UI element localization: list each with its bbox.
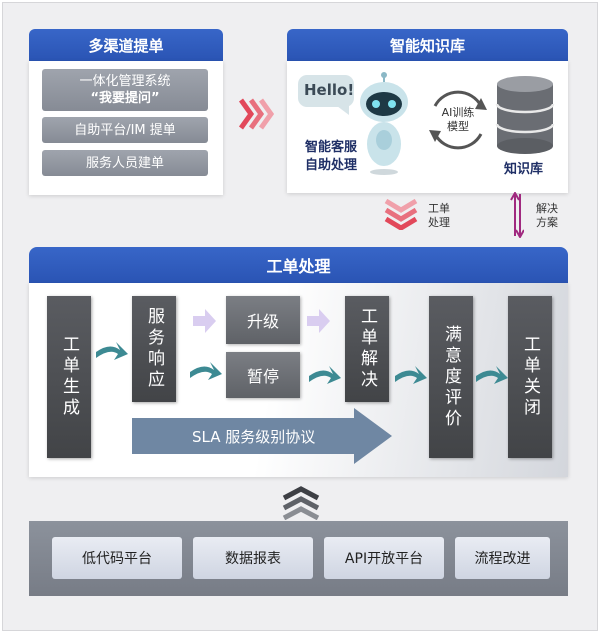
platform-label: API开放平台 (344, 551, 424, 567)
platform-api: API开放平台 (324, 537, 444, 579)
channel-item-label: 自助平台/IM 提单 (74, 122, 176, 138)
flow-arrow-icon (307, 309, 330, 333)
ticket-title: 工单处理 (266, 257, 331, 276)
flow-arrow-icon (96, 342, 128, 360)
stage-create: 工单生成 (47, 296, 91, 458)
chevron-up-arrow-icon (282, 486, 320, 520)
stage-label: 服务响应 (144, 307, 164, 391)
channel-item-line: 一体化管理系统 (79, 74, 171, 89)
stage-label: 工单生成 (59, 335, 79, 419)
flow-solution-label: 解决 方案 (536, 202, 558, 230)
flow-label-line: 方案 (536, 216, 558, 229)
ai-model-line: AI训练 (441, 106, 475, 119)
knowledge-title: 智能知识库 (389, 36, 465, 55)
robot-label: 智能客服 自助处理 (305, 139, 357, 175)
stage-pause: 暂停 (226, 352, 300, 398)
ticket-header: 工单处理 (29, 247, 568, 283)
platform-low-code: 低代码平台 (52, 537, 182, 579)
multichannel-header: 多渠道提单 (29, 29, 223, 61)
database-label: 知识库 (504, 162, 544, 177)
channel-item-self-service: 自助平台/IM 提单 (42, 117, 208, 143)
flow-arrow-icon (309, 366, 341, 384)
platform-data-report: 数据报表 (193, 537, 313, 579)
robot-label-line: 智能客服 (305, 140, 358, 155)
chevron-right-arrow-icon (238, 98, 274, 130)
flow-label-line: 处理 (428, 216, 450, 229)
stage-label: 工单解决 (357, 307, 377, 391)
speech-bubble-icon (298, 75, 354, 115)
multichannel-title: 多渠道提单 (88, 36, 164, 55)
flow-arrow-icon (476, 366, 508, 384)
flow-label-line: 工单 (428, 202, 450, 215)
sla-arrow-icon (132, 408, 392, 464)
ai-model-label: AI训练 模型 (441, 106, 475, 134)
chevron-down-arrow-icon (384, 198, 418, 230)
stage-label: 升级 (246, 312, 279, 331)
stage-close: 工单关闭 (508, 296, 552, 458)
platform-label: 流程改进 (474, 551, 531, 567)
platform-process-improve: 流程改进 (455, 537, 550, 579)
bidirectional-arrow-icon (510, 192, 524, 238)
stage-upgrade: 升级 (226, 296, 300, 344)
stage-label: 工单关闭 (520, 335, 540, 419)
database-icon (495, 76, 555, 154)
channel-item-integrated-system: 一体化管理系统 “我要提问” (42, 69, 208, 111)
ai-model-line: 模型 (447, 120, 469, 133)
channel-item-line: “我要提问” (90, 91, 160, 106)
channel-item-staff: 服务人员建单 (42, 150, 208, 176)
robot-label-line: 自助处理 (305, 158, 358, 173)
flow-label-line: 解决 (536, 202, 558, 215)
stage-evaluate: 满意度评价 (429, 296, 473, 458)
robot-icon (360, 72, 408, 175)
platform-label: 数据报表 (225, 551, 281, 567)
stage-respond: 服务响应 (132, 296, 176, 402)
cycle-arrows-icon (429, 90, 487, 150)
stage-label: 满意度评价 (441, 324, 461, 430)
stage-label: 暂停 (246, 367, 279, 386)
stage-resolve: 工单解决 (345, 296, 389, 402)
bubble-text: Hello! (304, 81, 355, 99)
flow-arrow-icon (395, 366, 427, 384)
platform-label: 低代码平台 (82, 551, 152, 567)
sla-label: SLA 服务级别协议 (192, 428, 316, 446)
flow-arrow-icon (190, 362, 222, 380)
flow-ticket-label: 工单 处理 (428, 202, 450, 230)
flow-arrow-icon (193, 309, 216, 333)
knowledge-header: 智能知识库 (287, 29, 568, 61)
channel-item-label: 服务人员建单 (85, 155, 164, 171)
